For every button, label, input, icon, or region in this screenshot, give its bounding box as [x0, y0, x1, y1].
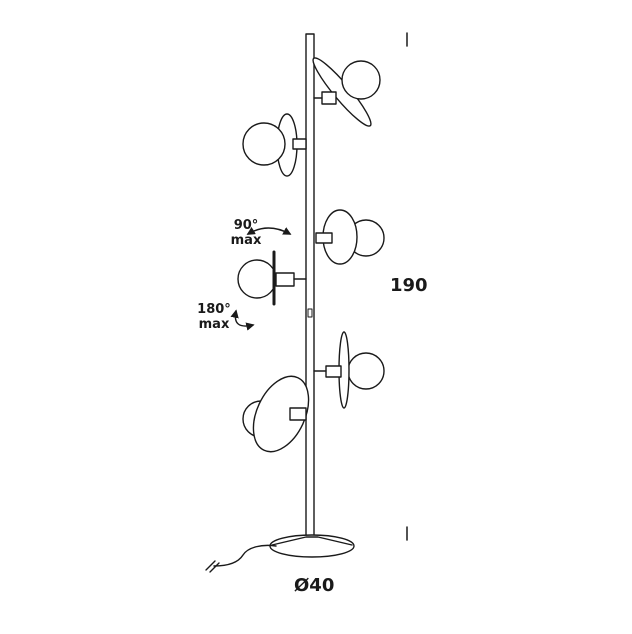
lamp-pole [305, 33, 315, 537]
lamp-arm-4 [237, 250, 307, 306]
rotation-label-90: 90° max [228, 218, 264, 248]
lamp-base [269, 534, 355, 558]
height-dimension-label: 190 [390, 275, 428, 296]
rotation-angle-90: 90° [233, 218, 259, 233]
lamp-arm-6 [242, 375, 310, 453]
rotation-label-180: 180° max [194, 302, 234, 332]
lamp-arm-3 [315, 209, 385, 265]
lamp-arm-1 [312, 57, 381, 127]
rotation-max-180: max [198, 317, 230, 332]
power-cable [205, 544, 277, 573]
lamp-arm-2 [242, 113, 307, 177]
pole-joint-mark [307, 308, 313, 318]
base-diameter-label: Ø40 [294, 575, 335, 596]
rotation-max-90: max [230, 233, 262, 248]
rotation-angle-180: 180° [197, 302, 231, 317]
rotation-arrow-90 [246, 226, 292, 235]
rotation-arrow-180 [230, 309, 255, 331]
lamp-arm-5 [313, 331, 385, 409]
